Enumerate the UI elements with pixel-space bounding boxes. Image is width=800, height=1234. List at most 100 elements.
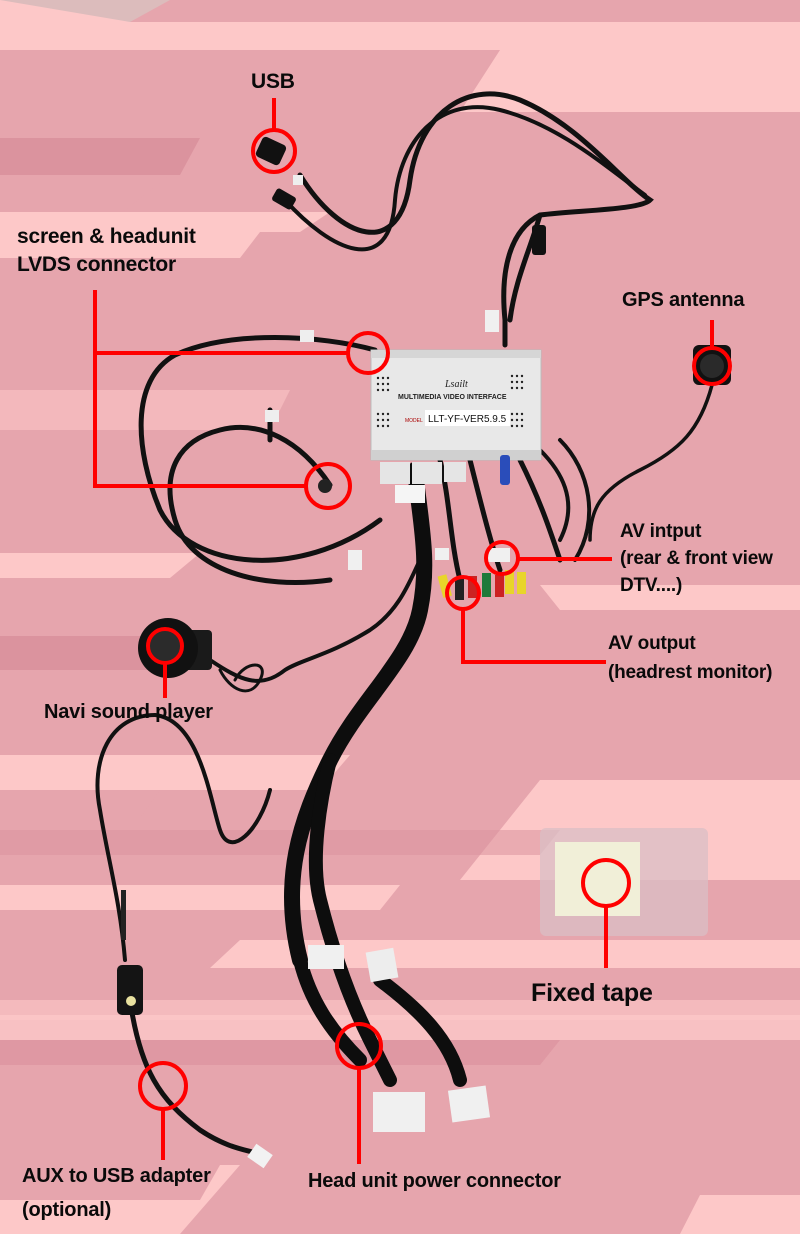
aux-cable (153, 713, 272, 845)
module-body (370, 349, 542, 461)
gps-antenna-dome (700, 354, 724, 378)
cable-tag (300, 330, 314, 342)
bg-band (0, 0, 130, 22)
cable-tag (348, 550, 362, 570)
bg-band (0, 390, 290, 430)
label-lvds-line2: LVDS connector (17, 253, 176, 276)
label-fixed-tape: Fixed tape (531, 979, 653, 1007)
rca-red (495, 575, 504, 597)
bg-band (180, 1165, 800, 1234)
power-harness (283, 462, 467, 1087)
harness-main (283, 462, 433, 968)
aux-adapter-box (117, 965, 143, 1015)
gps-cable (588, 383, 714, 542)
bg-band (210, 940, 800, 968)
label-av-input-line2: (rear & front view (620, 548, 773, 569)
label-av-output-line2: (headrest monitor) (608, 662, 773, 683)
usb-plug-black (532, 225, 546, 255)
rca-black (455, 578, 464, 600)
module-bottom-edge (371, 450, 541, 460)
rca-plugs (435, 548, 526, 600)
callout-line-lvds (93, 290, 306, 488)
bg-band (0, 553, 200, 578)
label-aux-line2: (optional) (22, 1199, 112, 1221)
harness-branch (293, 953, 367, 1067)
av-cable (437, 457, 463, 583)
rca-yellow (517, 572, 526, 594)
usb-connector-2 (272, 188, 296, 210)
rca-yellow (505, 570, 514, 594)
label-gps: GPS antenna (622, 289, 745, 311)
harness-connector-white (365, 947, 399, 983)
label-aux-line1: AUX to USB adapter (22, 1165, 211, 1187)
label-av-input-line3: DTV....) (620, 575, 683, 596)
bg-band (540, 585, 800, 610)
bg-band (0, 1165, 220, 1200)
harness-branch (373, 973, 467, 1087)
bg-band (0, 138, 200, 175)
speaker-grille (149, 630, 181, 662)
cable-tag (435, 548, 449, 560)
bg-band (0, 212, 330, 232)
label-navi: Navi sound player (44, 701, 213, 723)
label-usb: USB (251, 70, 295, 93)
bg-band (0, 232, 260, 258)
label-av-input-line1: AV intput (620, 521, 702, 542)
label-power: Head unit power connector (308, 1170, 561, 1192)
cables (95, 91, 714, 1158)
model-label: MODEL (405, 418, 423, 424)
bg-band (680, 1195, 800, 1234)
label-lvds-line1: screen & headunit (17, 225, 196, 248)
blue-connector (500, 455, 510, 485)
vent-dots (376, 374, 524, 428)
connector-block (412, 462, 442, 484)
harness-connector-white (373, 1092, 425, 1132)
connector-block (444, 462, 466, 482)
cable-label (395, 485, 425, 503)
bg-band (0, 1015, 800, 1040)
model-number: LLT-YF-VER5.9.5 (428, 414, 507, 425)
aux-jack (121, 890, 126, 940)
harness-connector-white (308, 945, 344, 969)
bg-band (0, 830, 560, 855)
cable-tag (488, 548, 510, 562)
harness-branch (308, 753, 397, 1087)
cable-tag (485, 310, 499, 332)
aux-cable (127, 997, 265, 1158)
module-top-edge (371, 350, 541, 358)
interface-module: Lsailt MULTIMEDIA VIDEO INTERFACE MODEL … (370, 349, 542, 461)
aux-led (126, 996, 136, 1006)
bg-band (0, 755, 350, 790)
usb-cable (297, 91, 654, 348)
bg-band (0, 790, 160, 818)
callout-markers (93, 98, 732, 1164)
lvds-cable (138, 335, 383, 563)
fixed-tape (540, 828, 708, 936)
av-cable (517, 457, 563, 563)
usb-cable (283, 105, 647, 252)
cable-tag (265, 410, 279, 422)
callout-circle-aux (138, 1061, 188, 1111)
lvds-cable (167, 424, 333, 585)
harness-connector-white (447, 1085, 491, 1123)
usb-plug-male (247, 1143, 273, 1169)
navi-cable (208, 558, 422, 683)
navi-cable (218, 663, 264, 693)
bg-band (460, 50, 800, 112)
usb-connector-female (255, 136, 287, 166)
connector-block (380, 462, 410, 484)
module-title: MULTIMEDIA VIDEO INTERFACE (398, 394, 507, 401)
model-plate (425, 410, 510, 426)
rca-red (468, 576, 477, 598)
aux-cable (95, 713, 157, 962)
av-cable (558, 438, 592, 562)
av-cable (538, 448, 571, 542)
cable-tag (293, 175, 303, 185)
label-av-output-line1: AV output (608, 633, 696, 654)
rca-green (482, 573, 491, 597)
brand-logo: Lsailt (444, 379, 468, 390)
lvds-connector-end (318, 479, 332, 493)
